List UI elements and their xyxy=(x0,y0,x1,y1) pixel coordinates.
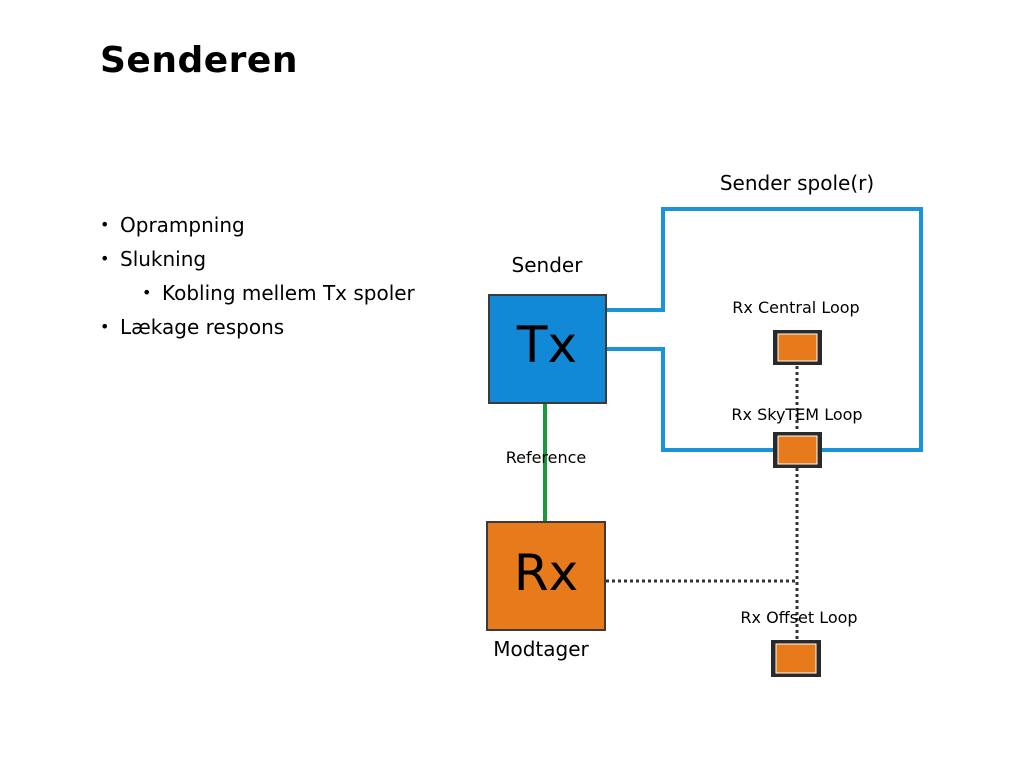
slide-title: Senderen xyxy=(100,40,298,81)
bullet-list: • Oprampning • Slukning • Kobling mellem… xyxy=(100,208,480,344)
bullet-text: Kobling mellem Tx spoler xyxy=(162,281,415,305)
bullet-item: • Oprampning xyxy=(100,208,480,242)
rx-central-loop-label: Rx Central Loop xyxy=(732,298,859,317)
bullet-item: • Lækage respons xyxy=(100,310,480,344)
rx-box xyxy=(486,521,606,631)
bullet-dot-icon: • xyxy=(142,283,152,302)
bullet-dot-icon: • xyxy=(100,215,110,234)
sub-bullet-item: • Kobling mellem Tx spoler xyxy=(142,276,480,310)
rx-offset-loop-inner xyxy=(775,643,817,674)
sender-caption: Sender xyxy=(512,253,584,277)
bullet-text: Oprampning xyxy=(120,213,245,237)
bullet-item: • Slukning xyxy=(100,242,480,276)
tx-box xyxy=(488,294,607,404)
rx-label: Rx xyxy=(514,544,578,602)
bullet-text: Lækage respons xyxy=(120,315,285,339)
rx-skytem-loop-inner xyxy=(777,435,818,465)
sender-coil-loop xyxy=(606,207,923,452)
sender-coil-label: Sender spole(r) xyxy=(720,171,874,195)
tx-label: Tx xyxy=(516,316,577,374)
bullet-text: Slukning xyxy=(120,247,207,271)
bullet-dot-icon: • xyxy=(100,317,110,336)
reference-label: Reference xyxy=(506,448,587,467)
rx-offset-loop-label: Rx Offset Loop xyxy=(740,608,857,627)
rx-skytem-loop-label: Rx SkyTEM Loop xyxy=(731,405,862,424)
modtager-caption: Modtager xyxy=(493,637,589,661)
bullet-dot-icon: • xyxy=(100,249,110,268)
rx-central-loop-inner xyxy=(777,333,818,362)
